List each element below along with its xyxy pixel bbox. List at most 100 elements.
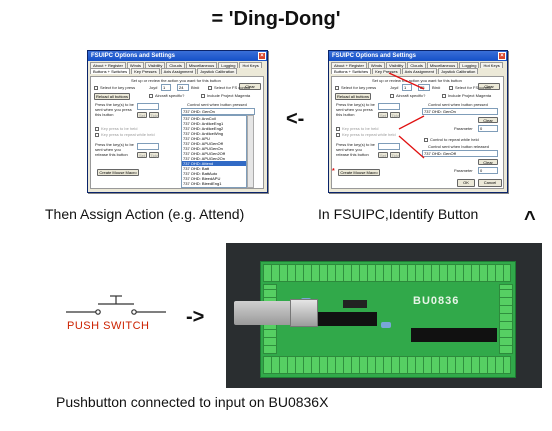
asterisk-marker: * — [332, 168, 335, 175]
tab-misc[interactable]: Miscellaneous — [426, 62, 459, 68]
tab-hotkeys[interactable]: Hot Keys — [239, 62, 262, 68]
select-key-label: Select for key press — [100, 85, 136, 90]
aircraft-specific-checkbox[interactable] — [149, 94, 153, 98]
tab-calibration[interactable]: Joystick Calibration — [196, 68, 238, 74]
key-held-label: Key press to be held — [101, 126, 138, 131]
usb-cable — [234, 301, 294, 325]
control-pressed-dropdown[interactable]: 737 OHD: GenOn — [422, 108, 498, 115]
parameter-released-field[interactable]: 0 — [478, 167, 498, 174]
tab-logging[interactable]: Logging — [459, 62, 480, 68]
tidy-button[interactable]: Tidy — [149, 112, 159, 118]
list-item[interactable]: 737 OHD: APU — [183, 136, 210, 141]
tidy-release-button[interactable]: Tidy — [149, 152, 159, 158]
tab-calibration[interactable]: Joystick Calibration — [437, 68, 479, 74]
tab-winds[interactable]: Winds — [126, 62, 145, 68]
list-item[interactable]: 737 OHD: APUGenOff — [183, 141, 223, 146]
tab-visibility[interactable]: Visibility — [386, 62, 407, 68]
buttons-panel: Set up or review the action you want for… — [90, 76, 264, 189]
select-key-checkbox[interactable] — [335, 86, 339, 90]
tab-about[interactable]: About + Register — [331, 62, 367, 68]
btn-field[interactable]: 24 — [177, 84, 189, 91]
joy-field[interactable]: 1 — [402, 84, 412, 91]
aircraft-specific-label: Aircraft specific? — [396, 93, 426, 98]
key-held-checkbox[interactable] — [336, 127, 340, 131]
list-scrollbar[interactable] — [247, 115, 254, 188]
select-fs-checkbox[interactable] — [208, 86, 212, 90]
fsuipc-dialog-assign: FSUIPC Options and Settings × About + Re… — [87, 50, 268, 193]
list-item[interactable]: 737 OHD: APUGen2Off — [183, 151, 225, 156]
control-dropdown[interactable]: 737 OHD: GenOn — [181, 108, 255, 115]
list-item[interactable]: 737 OHD: AntiIceWing — [183, 131, 224, 136]
close-icon[interactable]: × — [258, 52, 266, 60]
list-item[interactable]: 737 OHD: AnnCoil — [183, 116, 216, 121]
board-label: BU0836 — [413, 295, 460, 307]
release-key-field[interactable] — [378, 143, 400, 150]
clear-button[interactable]: Clear — [478, 83, 500, 90]
press-key-field[interactable] — [378, 103, 400, 110]
tidy-button[interactable]: Tidy — [390, 112, 400, 118]
instruction-text: Set up or review the action you want for… — [131, 78, 221, 83]
tab-keypresses[interactable]: Key Presses — [372, 68, 401, 74]
key-repeat-checkbox[interactable] — [95, 133, 99, 137]
set-button[interactable]: Set — [137, 112, 147, 118]
list-item[interactable]: 737 OHD: APUGen2On — [183, 156, 226, 161]
ok-button[interactable]: OK — [457, 179, 475, 187]
key-repeat-checkbox[interactable] — [336, 133, 340, 137]
tab-clouds[interactable]: Clouds — [166, 62, 185, 68]
magenta-checkbox[interactable] — [201, 94, 205, 98]
press-key-field[interactable] — [137, 103, 159, 110]
clear-button[interactable]: Clear — [239, 83, 261, 90]
clear-pressed-button[interactable]: Clear — [478, 117, 498, 123]
list-item[interactable]: 737 OHD: AntiIceEng1 — [183, 121, 224, 126]
tab-buttons[interactable]: Buttons + Switches — [331, 68, 372, 74]
tab-axis[interactable]: Axis Assignment — [160, 68, 196, 74]
caption-assign-action: Then Assign Action (e.g. Attend) — [45, 206, 245, 222]
set-release-button[interactable]: Set — [378, 152, 388, 158]
joy-field[interactable]: 1 — [161, 84, 171, 91]
press-key-text: Press the key(s) to be sent when you pre… — [336, 102, 375, 117]
page-title: = 'Ding-Dong' — [211, 8, 341, 30]
aircraft-specific-label: Aircraft specific? — [155, 93, 185, 98]
tab-clouds[interactable]: Clouds — [407, 62, 426, 68]
reload-button[interactable]: Reload all buttons — [94, 93, 130, 100]
tab-visibility[interactable]: Visibility — [145, 62, 166, 68]
reload-button[interactable]: Reload all buttons — [335, 93, 371, 100]
list-item-selected[interactable]: 737 OHD: Attend — [182, 161, 246, 166]
set-release-button[interactable]: Set — [137, 152, 147, 158]
select-key-checkbox[interactable] — [94, 86, 98, 90]
tab-about[interactable]: About + Register — [90, 62, 126, 68]
joy-label: Joy# — [149, 85, 158, 90]
control-released-dropdown[interactable]: 737 OHD: GenOff — [422, 150, 498, 157]
tab-buttons[interactable]: Buttons + Switches — [90, 68, 131, 74]
clear-released-button[interactable]: Clear — [478, 159, 498, 165]
control-list[interactable]: 737 OHD: AnnCoil 737 OHD: AntiIceEng1 73… — [181, 115, 247, 188]
list-item[interactable]: 737 OHD: BleedAPU — [183, 176, 221, 181]
list-item[interactable]: 737 OHD: BleedEng1 — [183, 181, 222, 186]
list-item[interactable]: 737 OHD: APUGenOn — [183, 146, 223, 151]
list-item[interactable]: 737 OHD: AntiIceEng2 — [183, 126, 224, 131]
parameter-field[interactable]: 0 — [478, 125, 498, 132]
mouse-macro-button[interactable]: Create Mouse Macro — [338, 169, 380, 176]
key-held-checkbox[interactable] — [95, 127, 99, 131]
cancel-button[interactable]: Cancel — [478, 179, 502, 187]
set-button[interactable]: Set — [378, 112, 388, 118]
list-item[interactable]: 737 OHD: BattAuto — [183, 171, 218, 176]
right-arrow: -> — [186, 306, 205, 328]
tab-keypresses[interactable]: Key Presses — [131, 68, 160, 74]
select-fs-checkbox[interactable] — [449, 86, 453, 90]
tab-axis[interactable]: Axis Assignment — [401, 68, 437, 74]
list-item[interactable]: 737 OHD: Batt — [183, 166, 210, 171]
tab-misc[interactable]: Miscellaneous — [185, 62, 218, 68]
control-repeat-checkbox[interactable] — [424, 138, 428, 142]
mouse-macro-button[interactable]: Create Mouse Macro — [97, 169, 139, 176]
tab-hotkeys[interactable]: Hot Keys — [480, 62, 503, 68]
aircraft-specific-checkbox[interactable] — [390, 94, 394, 98]
release-key-field[interactable] — [137, 143, 159, 150]
close-icon[interactable]: × — [498, 52, 506, 60]
chip-left — [313, 312, 377, 326]
tidy-release-button[interactable]: Tidy — [390, 152, 400, 158]
arrow-to-btn-field — [388, 72, 425, 90]
tab-winds[interactable]: Winds — [367, 62, 386, 68]
magenta-checkbox[interactable] — [442, 94, 446, 98]
tab-logging[interactable]: Logging — [218, 62, 239, 68]
